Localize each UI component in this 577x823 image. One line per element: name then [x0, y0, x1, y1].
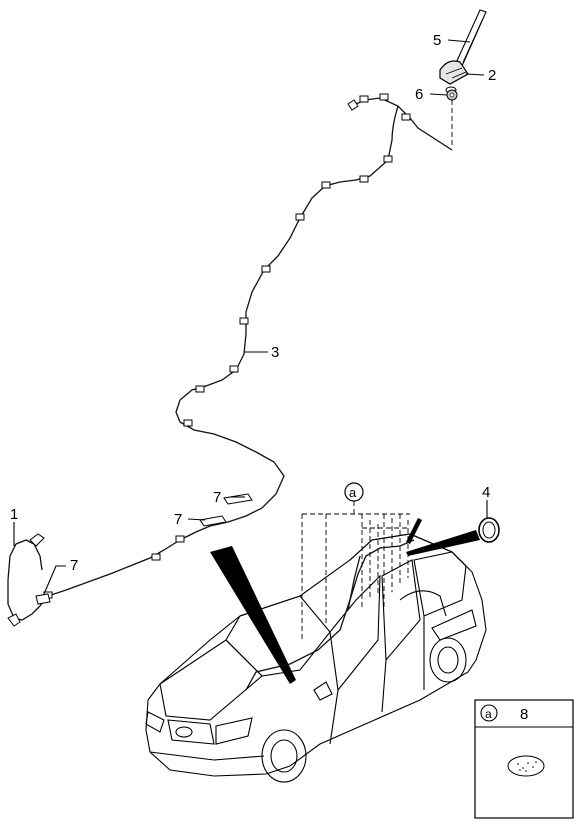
callout-4: 4: [482, 484, 490, 501]
location-arrow-rear: [406, 530, 480, 556]
leader-7c: [43, 565, 66, 595]
callout-3: 3: [271, 344, 279, 361]
antenna-base: [439, 60, 469, 94]
leader-2: [465, 73, 485, 76]
detail-marker-a: a: [344, 482, 364, 502]
antenna-nut: [446, 89, 458, 101]
callout-2: 2: [488, 67, 496, 84]
callout-6: 6: [415, 86, 423, 103]
svg-text:a: a: [349, 485, 357, 500]
cable-end-assembly: [7, 533, 45, 627]
callout-7a: 7: [213, 489, 221, 506]
grommet-ring: [478, 517, 500, 543]
antenna-mast: [455, 9, 487, 67]
antenna-feeder-cable: [39, 93, 453, 607]
inset-part-8: 8: [520, 706, 528, 723]
callout-1: 1: [10, 506, 18, 523]
detail-dashed-leaders: [301, 501, 410, 640]
tape-pads: [35, 493, 253, 605]
callout-7b: 7: [174, 511, 182, 528]
inset-marker-a: a: [485, 707, 492, 721]
callout-7c: 7: [70, 557, 78, 574]
callout-5: 5: [433, 32, 441, 49]
leader-6: [429, 93, 448, 96]
location-arrow-small: [406, 518, 422, 544]
adhesive-pad: [507, 755, 545, 777]
location-arrow-front: [210, 546, 296, 684]
vehicle-outline: [145, 533, 487, 783]
detail-inset-box: a 8: [474, 699, 574, 819]
leader-5: [447, 39, 471, 43]
leader-7b: [187, 518, 206, 521]
